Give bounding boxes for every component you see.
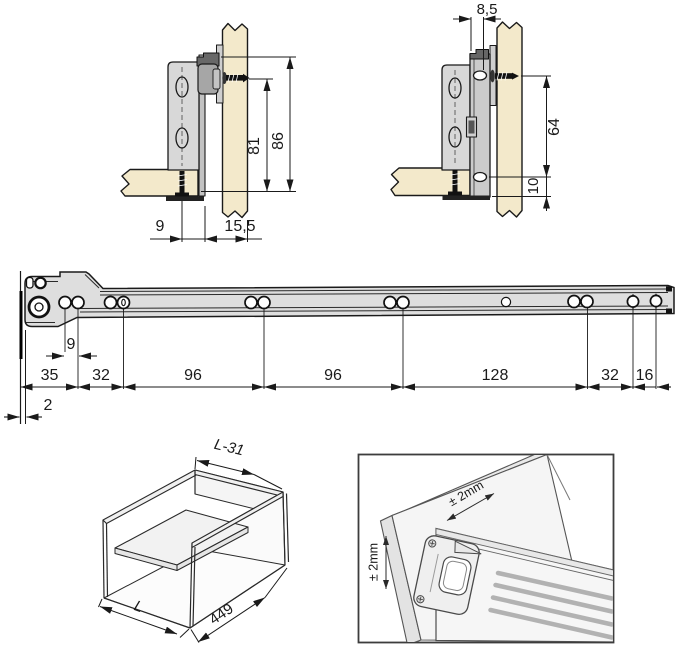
detail-content: ± 2mm ± 2mm (367, 455, 613, 642)
figure-bracket-right: 8,5 64 10 (390, 1, 563, 218)
cam-boss (212, 68, 221, 90)
rail-end-clinch (666, 286, 672, 292)
latch (468, 120, 475, 134)
wood-shelf (390, 167, 471, 197)
bracket-plate (441, 64, 471, 171)
dim-label-2: 2 (44, 397, 53, 414)
bracket-flange (166, 196, 204, 201)
wood-shelf (120, 168, 199, 197)
bracket-hole (448, 126, 462, 148)
dim-label-pair-9: 9 (67, 336, 76, 353)
side-panel-slots (488, 570, 613, 640)
wood-panel (221, 22, 249, 219)
bracket-hole (175, 127, 189, 149)
rail-grooves (26, 274, 669, 323)
screw-horizontal (490, 69, 519, 83)
dim-label-10: 10 (525, 178, 542, 195)
head-grommet-inner (34, 302, 44, 312)
figure-drawer-box: L-31 L 449 (98, 436, 290, 643)
mount-hole-bottom (472, 171, 488, 183)
dim-label-32b: 32 (601, 367, 619, 384)
dim-label-128: 128 (482, 367, 509, 384)
dimension-lines-left-bracket (150, 56, 296, 243)
dim-label-32a: 32 (92, 367, 110, 384)
front-bracket (413, 535, 482, 616)
rail-dimension-lines (4, 352, 671, 421)
dim-label-16: 16 (636, 367, 654, 384)
head-hole (34, 276, 47, 290)
drawer-side-rim (435, 527, 613, 577)
box-edges (102, 470, 290, 629)
bracket-flange (442, 195, 490, 200)
figure-rail: 9 35 32 96 96 128 32 16 2 (4, 271, 675, 424)
dimension-lines-right-bracket (453, 15, 551, 211)
dim-label-9: 9 (156, 218, 165, 235)
rail-extension-lines (64, 307, 657, 389)
dim-label-64: 64 (546, 118, 563, 136)
screw-vertical (175, 171, 189, 197)
dim-label-86: 86 (270, 132, 287, 150)
plate-cap (469, 49, 489, 60)
wood-panel (496, 21, 523, 218)
dim-label-96b: 96 (324, 367, 342, 384)
drawer-dimension-lines (98, 456, 288, 643)
bracket-hook (196, 52, 220, 67)
tolerance-arrow-top (446, 493, 495, 521)
dim-label-l-31: L-31 (212, 436, 245, 460)
dim-label-35: 35 (41, 367, 59, 384)
dim-label-15-5: 15,5 (224, 218, 255, 235)
figure-detail-box: ± 2mm ± 2mm (357, 453, 615, 644)
front-panel-back-edge (546, 455, 571, 501)
bracket-hole (175, 76, 189, 98)
screw-vertical (448, 170, 462, 196)
screw-horizontal (222, 72, 250, 84)
dim-label-81: 81 (246, 137, 263, 155)
mount-hole-top (472, 70, 488, 81)
rail-holes (58, 293, 663, 310)
figure-bracket-left: 81 86 9 15,5 (120, 22, 296, 243)
bracket-plate (167, 61, 200, 171)
bracket-hole (448, 77, 462, 99)
tolerance-label-side: ± 2mm (367, 543, 381, 581)
dim-label-96a: 96 (184, 367, 202, 384)
dim-label-8-5: 8,5 (477, 1, 498, 18)
head-slot-hole (25, 276, 34, 289)
rail-end-clinch (666, 308, 672, 314)
